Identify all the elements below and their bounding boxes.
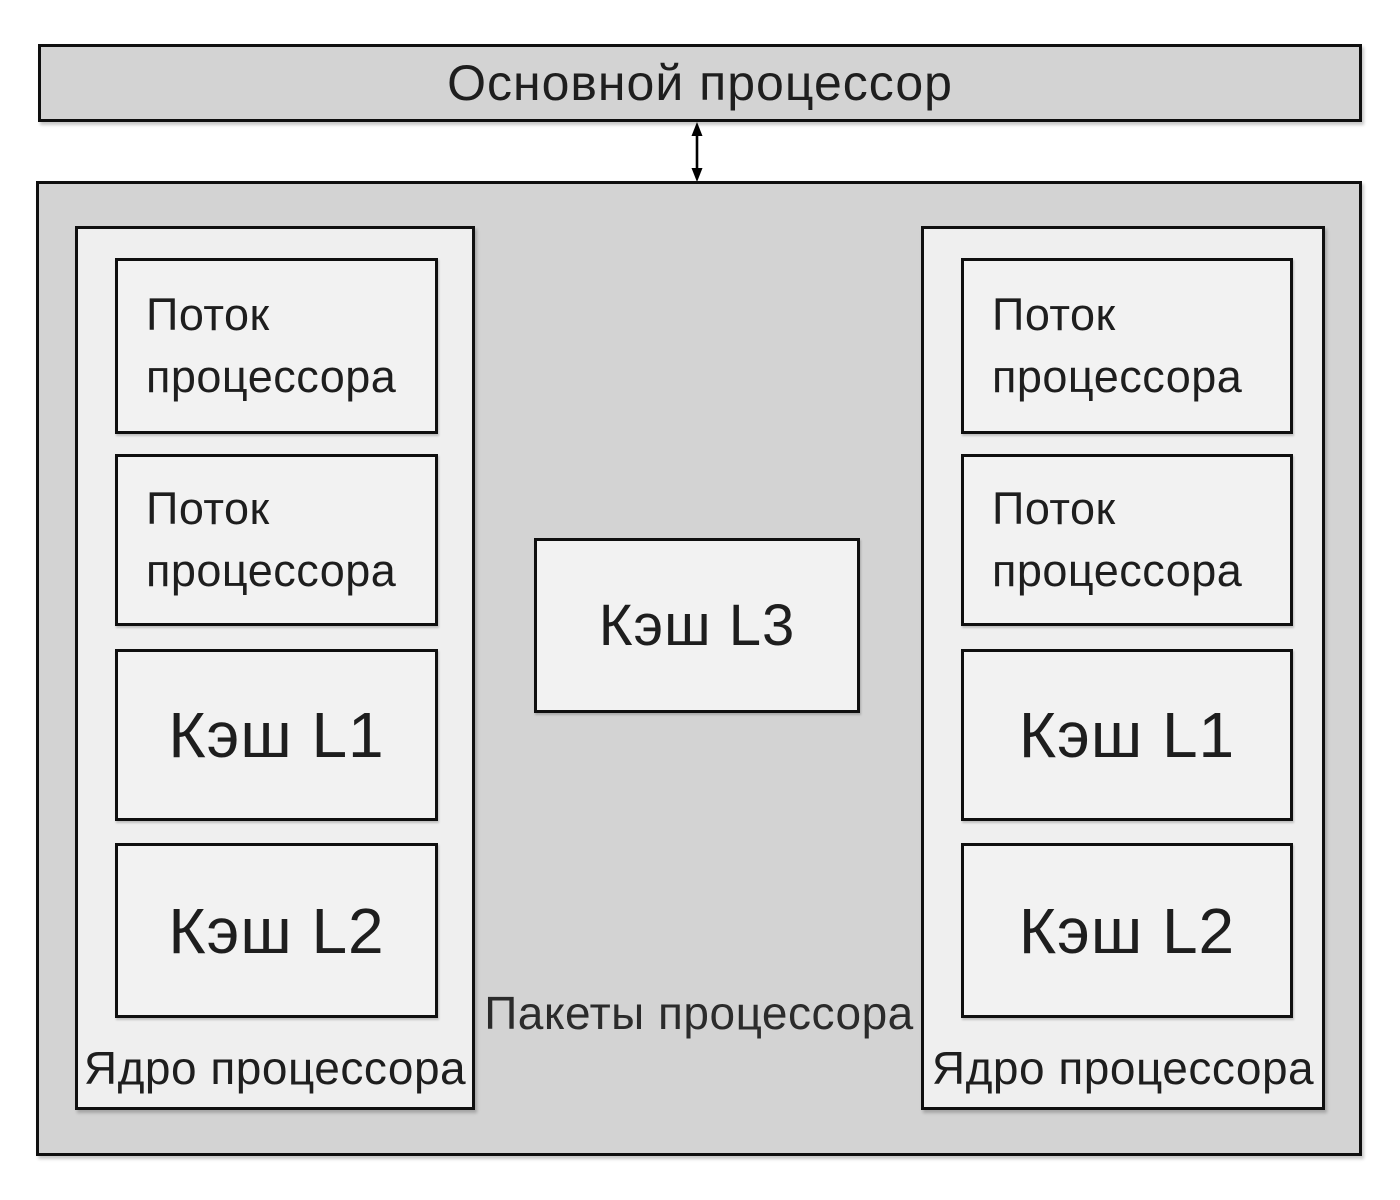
thread-box: Поток процессора: [961, 454, 1293, 626]
thread-box: Поток процессора: [115, 454, 438, 626]
thread-label: Поток процессора: [992, 288, 1243, 402]
l1-cache-label: Кэш L1: [168, 699, 385, 771]
thread-box: Поток процессора: [961, 258, 1293, 434]
bidirectional-arrow-icon: [691, 122, 703, 182]
l2-cache-label: Кэш L2: [1018, 894, 1236, 967]
l1-cache-box: Кэш L1: [115, 649, 438, 821]
main-processor-box: Основной процессор: [38, 44, 1362, 122]
thread-label: Поток процессора: [146, 288, 397, 402]
l1-cache-box: Кэш L1: [961, 649, 1293, 821]
core-box-right: Поток процессора Поток процессора Кэш L1…: [921, 226, 1325, 1110]
processor-package-box: Поток процессора Поток процессора Кэш L1…: [36, 181, 1362, 1156]
l2-cache-box: Кэш L2: [115, 843, 438, 1018]
main-processor-label: Основной процессор: [447, 55, 953, 111]
thread-box: Поток процессора: [115, 258, 438, 434]
core-label: Ядро процессора: [83, 1042, 467, 1094]
l1-cache-label: Кэш L1: [1018, 699, 1236, 771]
core-box-left: Поток процессора Поток процессора Кэш L1…: [75, 226, 475, 1110]
package-label: Пакеты процессора: [484, 987, 914, 1039]
core-label: Ядро процессора: [931, 1042, 1315, 1094]
l2-cache-label: Кэш L2: [168, 894, 385, 967]
l2-cache-box: Кэш L2: [961, 843, 1293, 1018]
l3-cache-box: Кэш L3: [534, 538, 860, 713]
l3-cache-label: Кэш L3: [598, 593, 796, 658]
thread-label: Поток процессора: [992, 482, 1243, 596]
thread-label: Поток процессора: [146, 482, 397, 596]
